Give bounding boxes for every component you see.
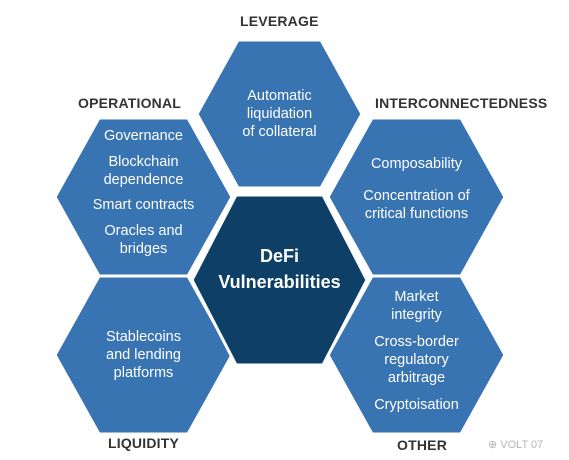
watermark-icon: ⊕: [488, 439, 498, 451]
operational-item-blockchain: Blockchain: [108, 154, 179, 170]
center-title: DeFi Vulnerabilities: [192, 243, 367, 295]
interconnectedness-item: Composability: [370, 156, 463, 172]
hexagon-center: [190, 193, 369, 367]
other-item-integrity: integrity: [391, 307, 442, 323]
operational-item-dependence: dependence: [103, 172, 184, 188]
watermark: ⊕ VOLT 07: [488, 438, 543, 451]
category-label-operational: OPERATIONAL: [78, 95, 182, 111]
leverage-item: Automatic: [247, 88, 312, 104]
category-label-interconnectedness: INTERCONNECTEDNESS: [375, 95, 548, 111]
operational-item-oracles: Oracles and: [104, 223, 183, 239]
liquidity-item: and lending: [106, 347, 181, 363]
operational-item-smart-contracts: Smart contracts: [92, 197, 195, 213]
liquidity-item: Stablecoins: [106, 329, 181, 345]
hexagon-leverage: [195, 38, 364, 190]
operational-items: Governance Blockchain dependence Smart c…: [55, 127, 232, 258]
operational-item-bridges: bridges: [119, 241, 168, 257]
hexagon-liquidity: [53, 274, 234, 436]
leverage-item: liquidation: [246, 106, 313, 122]
center-title-line1: DeFi: [259, 246, 299, 266]
interconnectedness-items: Composability Concentration of critical …: [328, 155, 505, 223]
operational-item-governance: Governance: [104, 128, 183, 144]
center-title-line2: Vulnerabilities: [218, 272, 341, 292]
liquidity-item: platforms: [113, 365, 174, 381]
other-item-market: Market: [394, 289, 439, 305]
other-item-cryptoisation: Cryptoisation: [374, 397, 459, 413]
interconnectedness-item: Concentration of: [363, 188, 470, 204]
leverage-items: Automatic liquidation of collateral: [197, 87, 362, 141]
category-label-leverage: LEVERAGE: [240, 13, 319, 29]
liquidity-items: Stablecoins and lending platforms: [55, 328, 232, 382]
watermark-text: VOLT 07: [500, 439, 544, 451]
category-label-other: OTHER: [397, 437, 447, 453]
other-item-cross-border: Cross-border: [374, 334, 459, 350]
other-item-arbitrage: arbitrage: [387, 370, 446, 386]
other-items: Market integrity Cross-border regulatory…: [328, 288, 505, 414]
other-item-regulatory: regulatory: [384, 352, 449, 368]
category-label-liquidity: LIQUIDITY: [108, 435, 180, 451]
interconnectedness-item: critical functions: [364, 206, 469, 222]
leverage-item: of collateral: [242, 124, 317, 140]
